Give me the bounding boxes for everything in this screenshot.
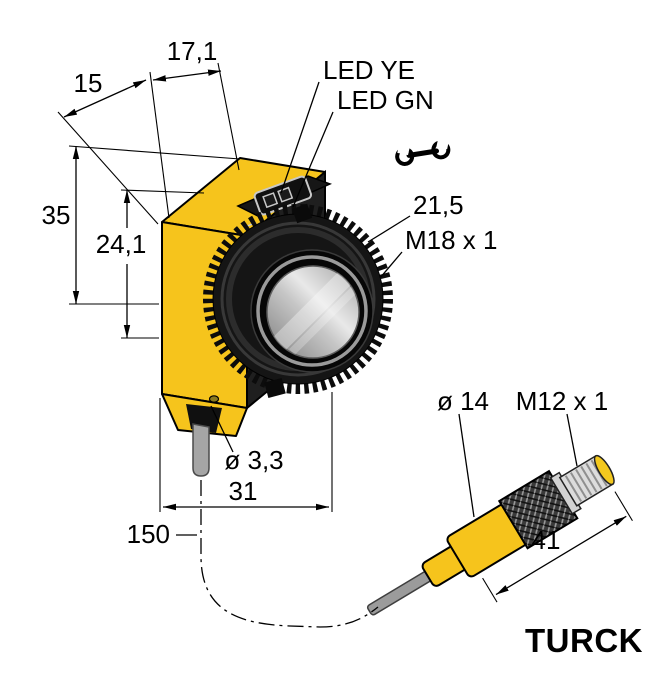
lens-highlight <box>271 268 359 355</box>
lens-ring <box>203 203 393 399</box>
leader-21-5 <box>367 215 411 243</box>
brand-logo: TURCK <box>525 622 643 659</box>
leader-led-ye <box>280 81 320 194</box>
knurl-teeth <box>203 204 393 394</box>
dim-label-15: 15 <box>74 68 103 98</box>
clamp-tab-top <box>292 203 313 224</box>
dimension-annotations: 17,1 15 35 24,1 LED YE LED GN 21,5 <box>42 36 609 628</box>
ext-171-right <box>217 62 240 171</box>
connector <box>366 454 633 616</box>
ext-15-left <box>57 111 159 225</box>
label-led-ye: LED YE <box>323 55 415 85</box>
leader-o14 <box>458 413 475 518</box>
ext-41-right <box>614 491 633 522</box>
sensor-body <box>161 157 393 477</box>
leader-led-gn <box>292 111 334 208</box>
mounting-hole <box>208 395 220 403</box>
dim-15-line <box>63 79 147 118</box>
label-thread-m18: M18 x 1 <box>405 225 498 255</box>
dim-label-150: 150 <box>127 519 170 549</box>
dim-label-24-1: 24,1 <box>96 229 147 259</box>
label-led-gn: LED GN <box>337 85 434 115</box>
ext-35-top <box>68 145 241 160</box>
dim-label-17-1: 17,1 <box>167 36 218 66</box>
lens-bezel <box>256 255 368 367</box>
dim-171-line <box>152 69 222 82</box>
clamp-tab-bottom <box>264 377 286 399</box>
wrench-icon <box>395 138 451 166</box>
cable-centerline <box>200 480 379 628</box>
dim-label-21-5: 21,5 <box>413 190 464 220</box>
dim-label-o14: ø 14 <box>437 386 489 416</box>
thread-ridges <box>564 459 608 502</box>
leader-hole <box>210 405 234 453</box>
dim-label-35: 35 <box>42 200 71 230</box>
dim-41-line <box>495 515 627 596</box>
ext-171-left <box>149 71 170 219</box>
lens-glass <box>266 265 360 359</box>
dim-label-hole: ø 3,3 <box>224 445 283 475</box>
leader-m12 <box>566 413 578 467</box>
leader-m18 <box>379 251 403 279</box>
label-thread-m12: M12 x 1 <box>516 386 609 416</box>
connector-tip <box>593 454 615 486</box>
dim-label-31: 31 <box>229 476 258 506</box>
dim-label-41: 41 <box>532 525 561 555</box>
ext-241-top <box>120 189 205 194</box>
sensor-cable <box>192 423 210 477</box>
ext-41-left <box>482 577 498 603</box>
led-yellow-indicator <box>262 192 279 209</box>
